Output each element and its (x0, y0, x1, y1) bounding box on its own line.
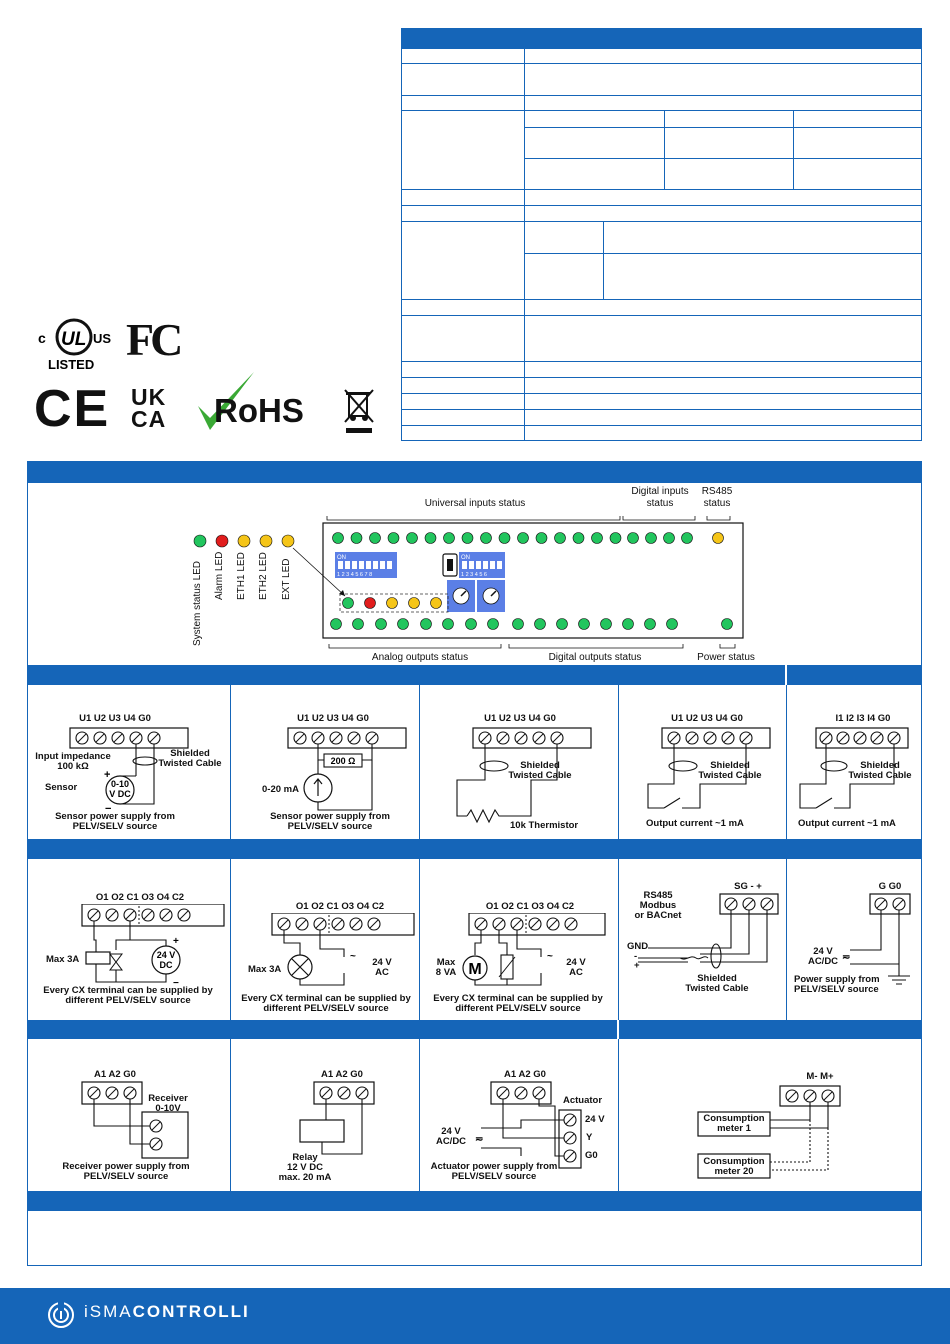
digital-output-leds (512, 618, 678, 630)
analog-output-leds (330, 618, 499, 630)
ismacontrolli-brand: iSMACONTROLLI (84, 1302, 250, 1321)
digital-outputs-status-label: Digital outputs status (548, 652, 642, 663)
svg-text:≂: ≂ (842, 952, 850, 963)
led-panel-section (27, 483, 922, 665)
ukca-logo: UK CA (131, 384, 167, 432)
svg-text:+: + (173, 936, 179, 947)
analog-outputs-status-label: Analog outputs status (371, 652, 469, 663)
svg-text:ON: ON (337, 555, 346, 561)
led-section-header (27, 461, 922, 483)
svg-text:DC: DC (160, 960, 173, 970)
svg-text:RoHS: RoHS (214, 392, 304, 429)
digital-input-leds (627, 532, 693, 544)
svg-text:−: − (173, 978, 179, 989)
svg-text:~: ~ (350, 951, 356, 962)
ismacontrolli-logo-icon (48, 1302, 74, 1328)
led-panel-diagram: ON 1 2 3 4 5 6 7 8 ON 1 2 3 4 5 6 (193, 516, 744, 649)
digital-inputs-status-label: Digital inputs status (631, 486, 689, 509)
ul-listed-logo: c UL US LISTED (38, 318, 111, 371)
spec-table-body (401, 48, 922, 441)
svg-text:M: M (468, 961, 481, 978)
notes-section-header (27, 1191, 922, 1211)
fcc-logo: FC (126, 314, 183, 365)
svg-text:UL: UL (61, 329, 86, 350)
svg-text:≂: ≂ (475, 1134, 483, 1145)
power-led (721, 618, 733, 630)
rs485-led (712, 532, 724, 544)
power-status-label: Power status (697, 652, 755, 663)
svg-text:1 2 3 4 5 6 7 8: 1 2 3 4 5 6 7 8 (337, 572, 372, 578)
outputs-section-header (27, 839, 922, 859)
svg-text:200 Ω: 200 Ω (331, 756, 356, 766)
spec-table-header (401, 28, 922, 48)
weee-bin-icon (344, 389, 374, 433)
svg-text:~: ~ (547, 951, 553, 962)
svg-text:US: US (93, 331, 111, 346)
analog-section-header (27, 1020, 922, 1039)
svg-text:+: + (104, 769, 110, 781)
svg-text:c: c (38, 330, 46, 346)
footer-bar (0, 1288, 950, 1344)
rs485-status-label: RS485 status (701, 486, 733, 509)
svg-text:LISTED: LISTED (48, 357, 94, 371)
svg-text:V DC: V DC (109, 789, 131, 799)
svg-text:24 V: 24 V (157, 950, 176, 960)
inputs-section-header (27, 665, 922, 685)
universal-inputs-status-label: Universal inputs status (424, 498, 526, 509)
rohs-logo: RoHS (198, 372, 304, 430)
ce-logo: CE (34, 380, 111, 438)
svg-text:1 2 3 4 5 6: 1 2 3 4 5 6 (461, 572, 487, 578)
svg-text:0-10: 0-10 (111, 779, 129, 789)
svg-text:−: − (105, 803, 111, 815)
svg-text:ON: ON (461, 555, 470, 561)
universal-input-leds (332, 532, 622, 544)
